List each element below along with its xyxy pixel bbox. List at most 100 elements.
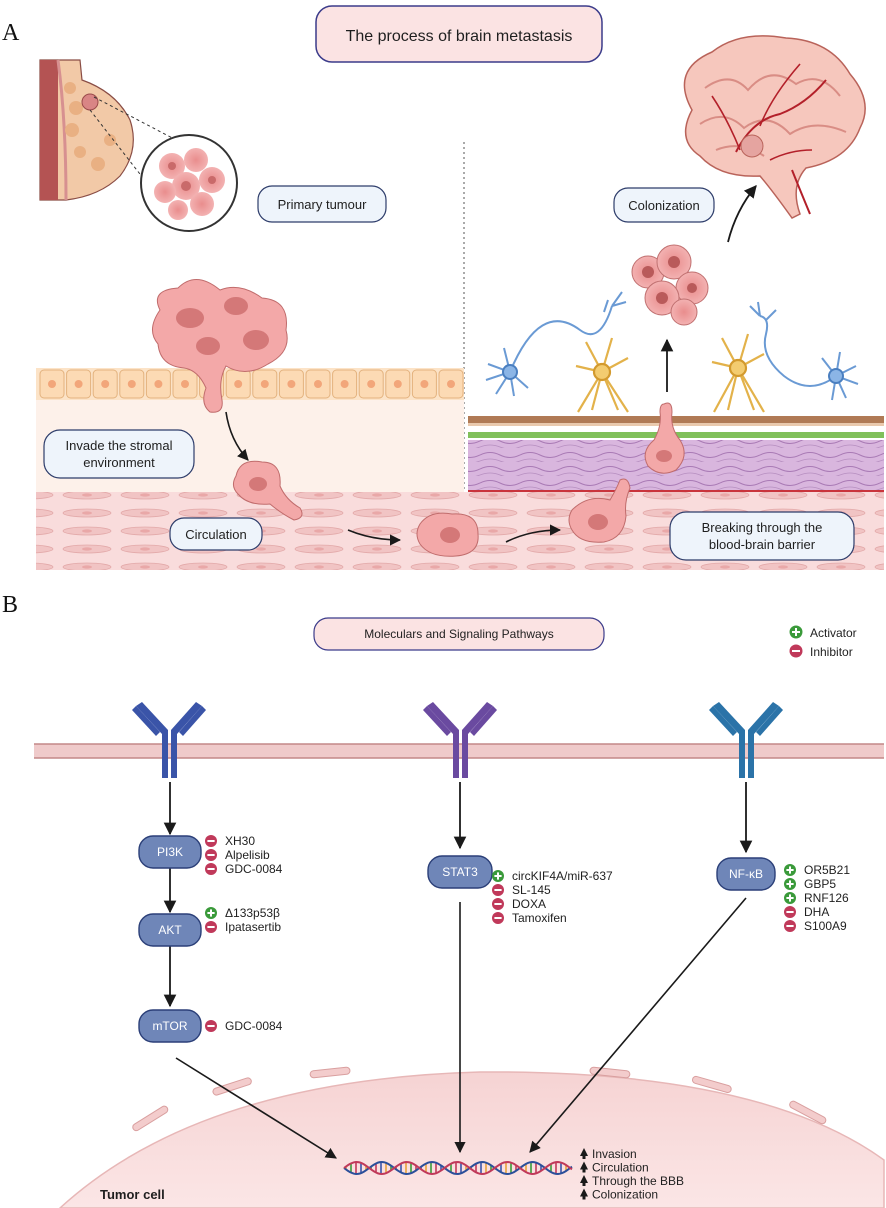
inhibitor-icon bbox=[205, 849, 217, 861]
inhibitor-icon bbox=[492, 898, 504, 910]
up-arrow-icon bbox=[580, 1148, 588, 1159]
node-akt-label: AKT bbox=[158, 923, 182, 937]
activator-icon bbox=[205, 907, 217, 919]
up-arrow-icon bbox=[580, 1175, 588, 1186]
inhibitor-icon bbox=[205, 1020, 217, 1032]
inhibitor-icon bbox=[784, 906, 796, 918]
colonization-label: Colonization bbox=[628, 198, 700, 213]
inhibitor-icon bbox=[205, 835, 217, 847]
legend-activator-label: Activator bbox=[810, 626, 857, 640]
colonization-box bbox=[613, 187, 715, 223]
regulator-pi3k-label: GDC-0084 bbox=[225, 862, 283, 876]
extravasating-cell bbox=[568, 478, 631, 543]
outcome-label: Colonization bbox=[592, 1188, 658, 1202]
epithelial-cell-nucleus bbox=[234, 380, 243, 388]
invade-label-line2: environment bbox=[83, 455, 155, 470]
node-stat3 bbox=[427, 855, 493, 889]
regulator-nfkb-label: GBP5 bbox=[804, 877, 836, 891]
regulator-nfkb-label: RNF126 bbox=[804, 891, 849, 905]
regulator-pi3k-label: XH30 bbox=[225, 834, 255, 848]
panel-b-title-box bbox=[313, 617, 605, 651]
breast-illustration bbox=[39, 59, 181, 211]
astrocyte-right bbox=[711, 333, 765, 413]
node-nfkb-label: NF-κB bbox=[729, 867, 763, 881]
receptor-stat3-pathway bbox=[423, 702, 497, 778]
epithelial-cell-nucleus bbox=[340, 380, 349, 388]
legend: Activator Inhibitor bbox=[789, 625, 857, 659]
epithelial-cell-nucleus bbox=[74, 380, 83, 388]
intravasating-cell bbox=[232, 460, 303, 521]
regulator-akt-label: Ipatasertib bbox=[225, 920, 281, 934]
nuclear-pore bbox=[692, 1075, 732, 1094]
epithelial-cell-nucleus bbox=[314, 380, 322, 388]
outcome-label: Invasion bbox=[592, 1147, 637, 1161]
neuron-left bbox=[485, 291, 627, 397]
arrow-nfkb-to-dna bbox=[529, 897, 747, 1153]
brain-illustration bbox=[683, 35, 866, 219]
legend-activator-icon bbox=[789, 625, 803, 639]
epithelial-cell-nucleus bbox=[367, 380, 376, 388]
epithelial-cell-nucleus bbox=[154, 380, 163, 388]
activator-icon bbox=[784, 892, 796, 904]
dna-strand bbox=[343, 1160, 573, 1176]
tumour-magnified-circle bbox=[140, 134, 238, 232]
invade-label-line1: Invade the stromal bbox=[66, 438, 173, 453]
node-stat3-label: STAT3 bbox=[442, 865, 478, 879]
bbb-crossing-cell bbox=[644, 402, 685, 474]
epithelial-cell-nucleus bbox=[287, 380, 296, 388]
epithelial-cell-nucleus bbox=[393, 380, 402, 388]
bbb-label-line1: Breaking through the bbox=[702, 520, 823, 535]
inhibitor-icon bbox=[784, 920, 796, 932]
primary-tumour-label: Primary tumour bbox=[278, 197, 368, 212]
inhibitor-icon bbox=[205, 921, 217, 933]
activator-icon bbox=[492, 870, 504, 882]
panel-a-title-box bbox=[315, 5, 603, 63]
regulator-stat3-label: Tamoxifen bbox=[512, 911, 567, 925]
dna-helix bbox=[343, 1160, 573, 1176]
activator-icon bbox=[784, 864, 796, 876]
epithelial-cell-nucleus bbox=[260, 380, 269, 388]
inhibitor-icon bbox=[205, 863, 217, 875]
legend-inhibitor-icon bbox=[789, 644, 803, 658]
outcome-label: Circulation bbox=[592, 1161, 649, 1175]
node-pi3k-label: PI3K bbox=[157, 845, 183, 859]
neuron-right bbox=[749, 301, 859, 401]
regulator-nfkb-label: DHA bbox=[804, 905, 829, 919]
circulating-cell bbox=[416, 512, 479, 557]
regulator-pi3k-label: Alpelisib bbox=[225, 848, 270, 862]
inhibitor-icon bbox=[492, 912, 504, 924]
epithelial-cell-nucleus bbox=[127, 380, 136, 388]
regulator-stat3-label: DOXA bbox=[512, 897, 546, 911]
panel-b-title: Moleculars and Signaling Pathways bbox=[364, 627, 553, 641]
epithelial-cell-nucleus bbox=[101, 380, 110, 388]
colonizing-cluster bbox=[631, 244, 709, 326]
arrow-circulation-1 bbox=[347, 529, 402, 546]
epithelial-cell-nucleus bbox=[181, 380, 189, 388]
epithelial-cell-nucleus bbox=[48, 380, 56, 388]
regulator-stat3-label: circKIF4A/miR-637 bbox=[512, 869, 613, 883]
regulator-nfkb-label: OR5B21 bbox=[804, 863, 850, 877]
regulator-mtor-label: GDC-0084 bbox=[225, 1019, 283, 1033]
receptor-nfkb-pathway bbox=[709, 702, 783, 778]
regulator-stat3-label: SL-145 bbox=[512, 883, 551, 897]
node-akt bbox=[138, 913, 202, 947]
invade-box bbox=[43, 429, 195, 479]
inhibitor-icon bbox=[492, 884, 504, 896]
astrocyte-left bbox=[575, 337, 629, 413]
primary-tumour-box bbox=[257, 185, 387, 223]
panel-label-a: A bbox=[2, 20, 20, 46]
nuclear-pore bbox=[132, 1105, 169, 1132]
nuclear-pore bbox=[789, 1100, 827, 1125]
activator-icon bbox=[784, 878, 796, 890]
panel-label-b: B bbox=[2, 592, 18, 618]
tumor-cell-label: Tumor cell bbox=[100, 1187, 165, 1202]
panel-a-title: The process of brain metastasis bbox=[346, 28, 573, 45]
up-arrow-icon bbox=[580, 1161, 588, 1173]
circulation-box bbox=[169, 517, 263, 551]
bbb-box bbox=[669, 511, 855, 561]
invading-tumour-mass bbox=[152, 279, 288, 413]
node-mtor bbox=[138, 1009, 202, 1043]
arrow-invade bbox=[225, 411, 249, 461]
